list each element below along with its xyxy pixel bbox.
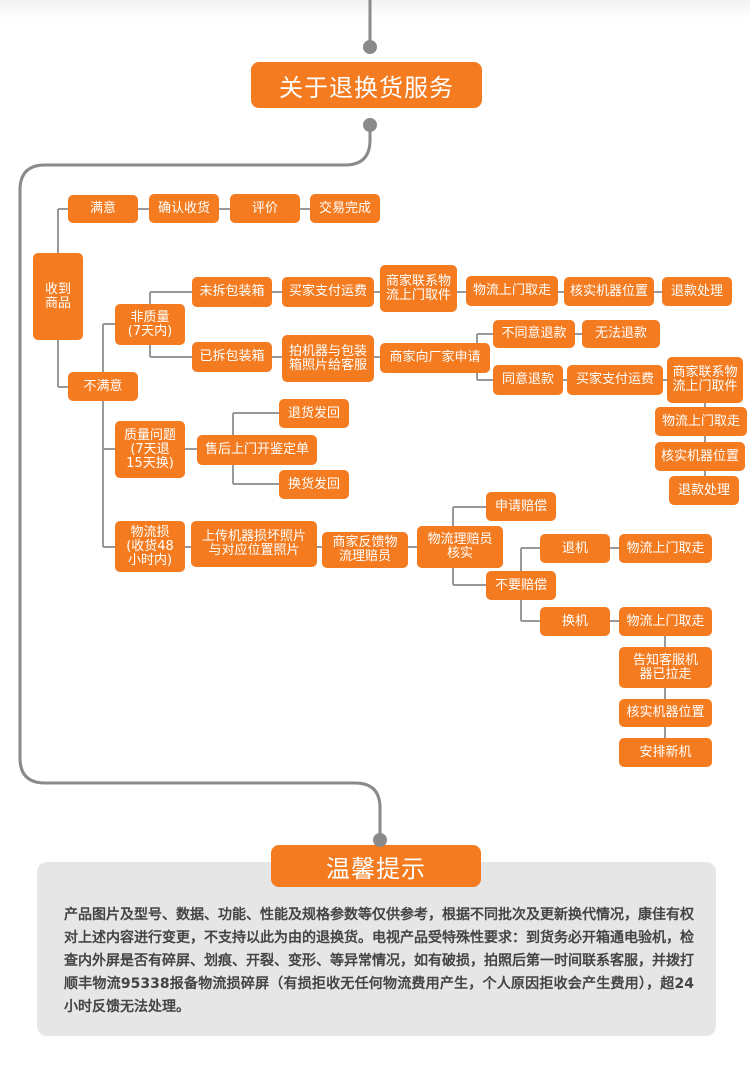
flow-node-agree: 同意退款 — [493, 365, 563, 395]
flow-node-claim: 申请赔偿 — [486, 492, 556, 521]
flow-node-no-refund: 无法退款 — [582, 320, 660, 348]
flow-node-verify3: 核实机器位置 — [619, 699, 712, 727]
outer-frame-line — [18, 0, 382, 840]
flow-node-apply-factory: 商家向厂家申请 — [380, 343, 490, 373]
flow-node-verify1: 核实机器位置 — [564, 277, 654, 306]
flow-node-refund1: 退款处理 — [662, 277, 732, 306]
flow-node-new-machine: 安排新机 — [619, 738, 712, 767]
flow-node-complete: 交易完成 — [310, 194, 380, 223]
flow-node-no-claim: 不要赔偿 — [486, 571, 556, 600]
flow-node-verify2: 核实机器位置 — [655, 442, 745, 471]
flow-node-notify-cs: 告知客服机 器已拉走 — [619, 647, 712, 688]
flow-node-pickup4: 物流上门取走 — [619, 607, 712, 636]
flow-node-unopened: 未拆包装箱 — [192, 277, 272, 307]
flow-node-merchant-logi1: 商家联系物 流上门取件 — [380, 265, 457, 312]
flow-node-satisfied: 满意 — [68, 195, 138, 223]
flow-node-return-machine: 退机 — [540, 534, 610, 563]
tips-panel: 产品图片及型号、数据、功能、性能及规格参数等仅供参考，根据不同批次及更新换代情况… — [37, 862, 716, 1036]
flow-node-review: 评价 — [230, 194, 300, 223]
connector-dot — [363, 118, 377, 132]
flow-node-nonquality: 非质量 (7天内) — [115, 304, 185, 345]
flow-node-photo-cs: 拍机器与包装 箱照片给客服 — [282, 335, 374, 382]
flow-node-exchange-machine: 换机 — [540, 607, 610, 636]
flow-node-pickup2: 物流上门取走 — [655, 407, 747, 436]
main-title: 关于退换货服务 — [251, 62, 482, 108]
tips-text: 产品图片及型号、数据、功能、性能及规格参数等仅供参考，根据不同批次及更新换代情况… — [64, 907, 694, 1015]
top-shade — [0, 0, 750, 20]
flow-node-buyer-pay2: 买家支付运费 — [567, 365, 663, 395]
tips-title: 温馨提示 — [271, 845, 481, 887]
flow-node-exchange-back: 换货发回 — [279, 470, 349, 499]
flow-node-return-back: 退货发回 — [279, 399, 349, 428]
flow-node-buyer-pay1: 买家支付运费 — [282, 277, 374, 307]
flow-node-refund2: 退款处理 — [669, 476, 739, 505]
flow-node-pickup1: 物流上门取走 — [466, 276, 558, 306]
flow-node-confirm: 确认收货 — [149, 194, 219, 223]
flow-node-aftersale: 售后上门开鉴定单 — [197, 435, 317, 465]
flow-node-receive: 收到 商品 — [33, 253, 83, 340]
flow-node-pickup3: 物流上门取走 — [619, 534, 712, 563]
flow-node-disagree: 不同意退款 — [493, 320, 575, 348]
flow-node-opened: 已拆包装箱 — [192, 342, 272, 372]
flow-node-logistics-dmg: 物流损 (收货48 小时内) — [115, 521, 185, 572]
flow-node-unsatisfied: 不满意 — [68, 372, 138, 401]
connector-dot — [373, 833, 387, 847]
flow-node-adjuster: 物流理赔员 核实 — [417, 526, 503, 568]
flow-node-upload: 上传机器损坏照片 与对应位置照片 — [191, 521, 317, 567]
connector-dot — [363, 40, 377, 54]
flow-node-merchant-logi2: 商家联系物 流上门取件 — [667, 357, 743, 403]
flow-node-merchant-feedback: 商家反馈物 流理赔员 — [322, 532, 408, 568]
flow-node-quality: 质量问题 (7天退 15天换) — [115, 421, 185, 478]
